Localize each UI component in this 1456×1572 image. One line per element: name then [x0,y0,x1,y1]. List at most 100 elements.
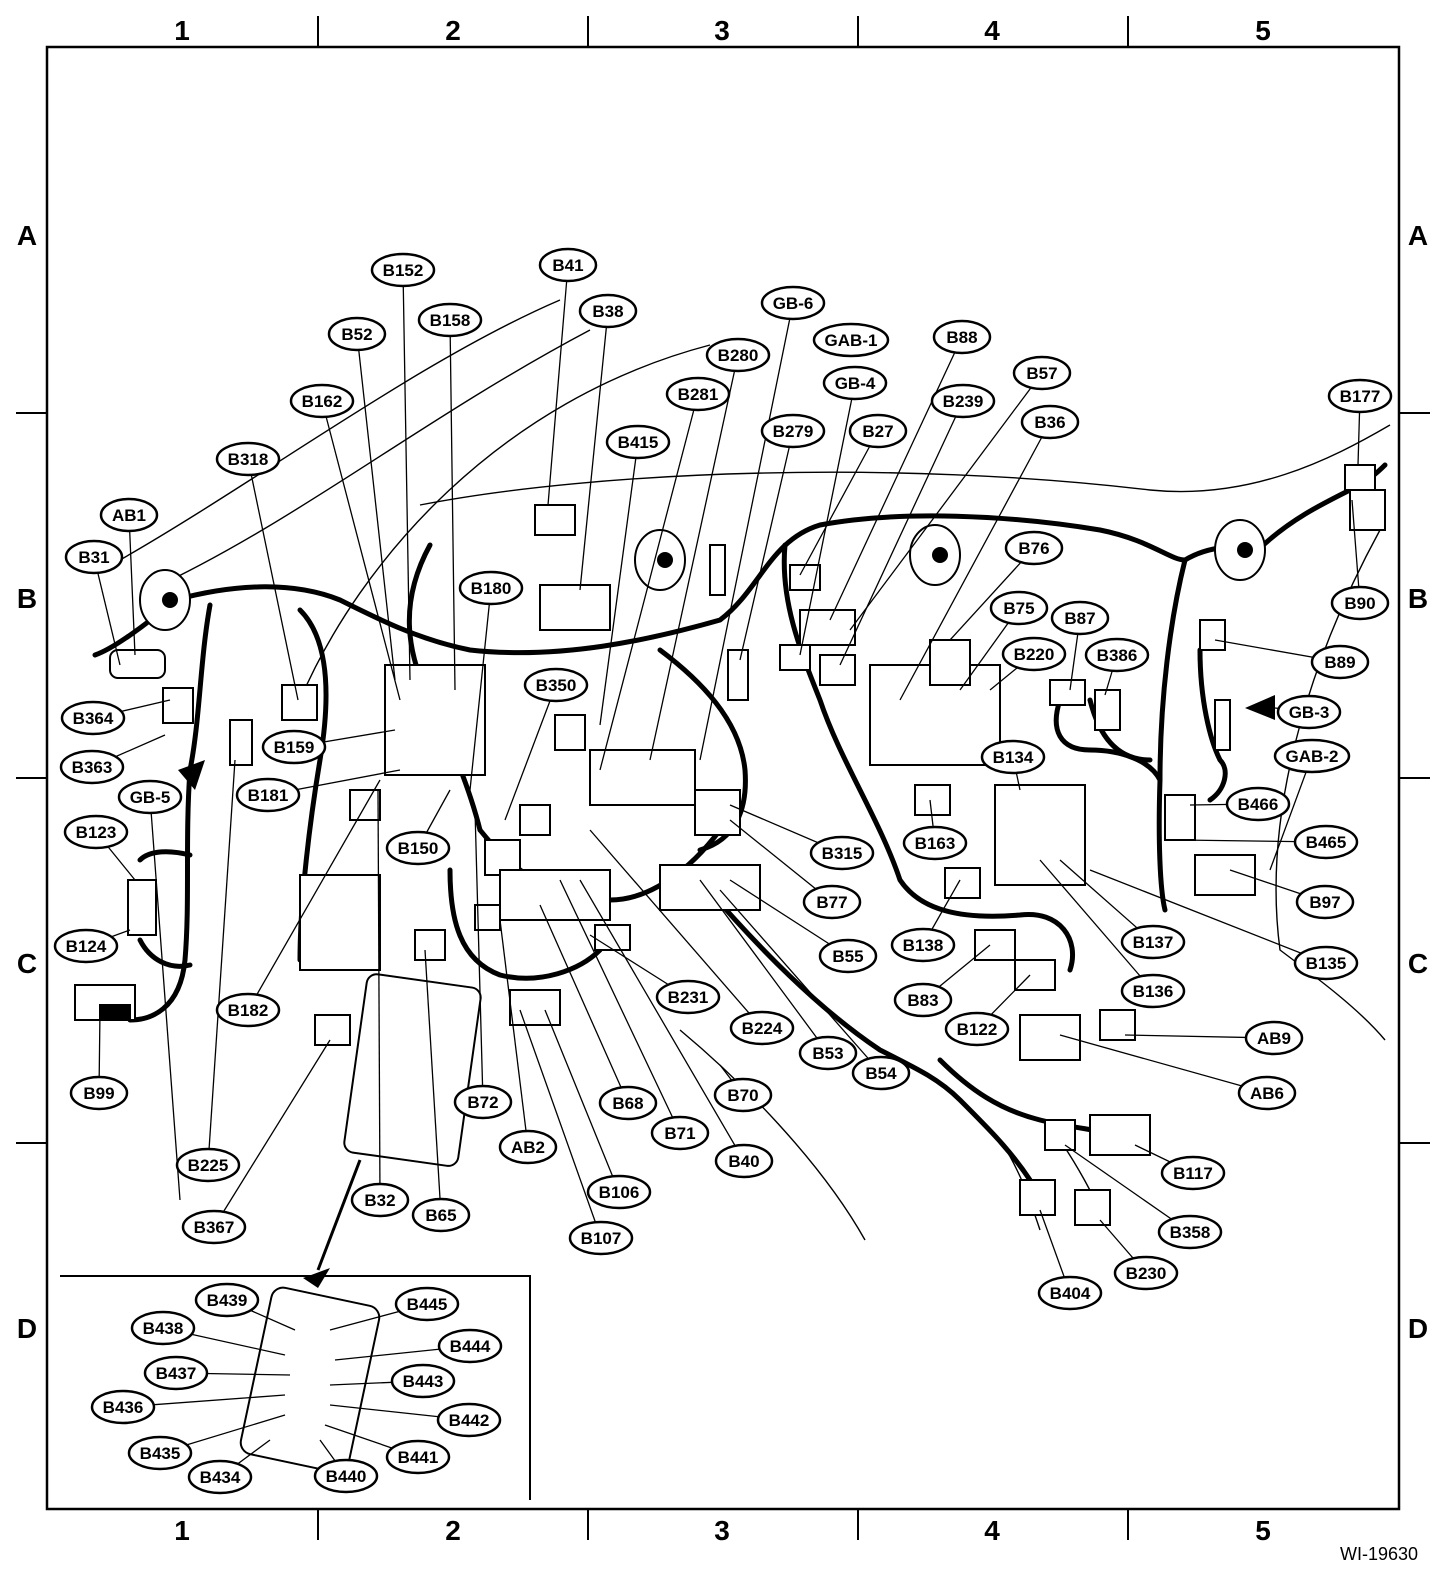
label-oval [729,1010,795,1046]
label-oval [411,1197,471,1233]
label-text: B122 [957,1020,998,1039]
label-oval [848,413,908,449]
label-text: B220 [1014,645,1055,664]
label-text: B32 [364,1191,395,1210]
leader-line [699,302,794,761]
label-oval [713,1077,773,1113]
label-text: B280 [718,346,759,365]
label-text: B182 [228,1001,269,1020]
connector-label-gab-2: GAB-2 [1273,738,1351,774]
grommets [139,519,1266,631]
connector-label-b358: B358 [1157,1214,1223,1250]
row-ticks [16,412,1430,1144]
label-text: B71 [664,1124,695,1143]
column-number-top: 4 [984,15,1000,46]
label-oval [890,927,956,963]
connector-label-b363: B363 [59,749,125,785]
label-text: B52 [341,325,372,344]
connector-label-b440: B440 [313,1458,379,1494]
label-text: B106 [599,1183,640,1202]
leader-line [699,879,829,1054]
connector-label-b435: B435 [127,1435,193,1471]
row-letter-right: C [1408,948,1428,979]
label-oval [289,383,355,419]
label-oval [822,365,888,401]
label-oval [1276,694,1342,730]
label-oval [1295,884,1355,920]
connector-label-b239: B239 [930,383,996,419]
leader-line [424,949,442,1216]
row-letter-left: A [17,220,37,251]
connector-label-b182: B182 [215,992,281,1028]
label-text: B225 [188,1156,229,1175]
connector-label-b88: B88 [932,319,992,355]
label-oval [64,539,124,575]
label-oval [143,1355,209,1391]
row-letter-right: D [1408,1313,1428,1344]
label-oval [809,835,875,871]
leader-line [1059,1034,1268,1094]
connector-label-b106: B106 [586,1174,652,1210]
label-oval [1037,1275,1103,1311]
column-number-top: 3 [714,15,730,46]
column-number-bottom: 2 [445,1515,461,1546]
connector-label-b75: B75 [989,590,1049,626]
leader-line [589,829,763,1029]
label-oval [1310,644,1370,680]
connector-label-ab2: AB2 [498,1129,558,1165]
label-oval [760,285,826,321]
label-text: B364 [73,709,114,728]
connector-label-b441: B441 [385,1439,451,1475]
connector-label-b124: B124 [53,928,119,964]
connector-label-b318: B318 [215,441,281,477]
label-oval [1084,637,1150,673]
connector-label-b134: B134 [980,739,1046,775]
label-text: B367 [194,1218,235,1237]
connector-label-b315: B315 [809,835,875,871]
connector-label-ab6: AB6 [1237,1075,1297,1111]
leader-line [128,514,136,656]
label-oval [99,497,159,533]
leader-line [247,458,299,701]
connector-label-b152: B152 [370,252,436,288]
column-number-top: 1 [174,15,190,46]
column-number-bottom: 5 [1255,1515,1271,1546]
connector-label-b107: B107 [568,1220,634,1256]
leader-line [1039,859,1154,992]
label-oval [394,1286,460,1322]
connector-label-b31: B31 [64,539,124,575]
label-text: B163 [915,834,956,853]
label-oval [1293,945,1359,981]
connector-label-b38: B38 [578,293,638,329]
leader-line [544,1009,620,1193]
label-oval [60,700,126,736]
connector-label-b279: B279 [760,413,826,449]
label-text: B180 [471,579,512,598]
label-oval [385,830,451,866]
label-text: B439 [207,1291,248,1310]
label-text: B315 [822,844,863,863]
label-oval [261,729,327,765]
label-text: B150 [398,839,439,858]
label-text: B27 [862,422,893,441]
label-text: B117 [1173,1164,1213,1183]
connector-label-b65: B65 [411,1197,471,1233]
label-text: B466 [1238,795,1279,814]
leader-line [402,269,411,681]
label-oval [194,1282,260,1318]
label-oval [1330,585,1390,621]
label-text: GB-4 [835,374,876,393]
connector-label-b163: B163 [902,825,968,861]
label-oval [851,1055,911,1091]
label-oval [1004,530,1064,566]
connector-label-b117: B117 [1160,1155,1226,1191]
connector-label-b87: B87 [1050,600,1110,636]
label-oval [802,884,862,920]
label-oval [117,779,183,815]
wire-harness [92,462,1388,1231]
connector-label-b444: B444 [437,1328,503,1364]
label-oval [714,1143,774,1179]
connector-label-b466: B466 [1225,786,1291,822]
